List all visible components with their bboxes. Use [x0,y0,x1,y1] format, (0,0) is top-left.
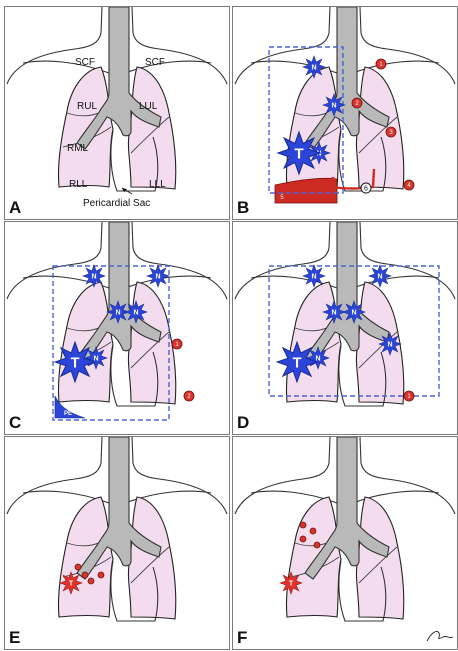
red-marker-1: 1 [172,339,182,349]
primary-tumor-star: T [55,342,95,382]
panel-letter-b: B [237,198,249,218]
svg-text:N: N [115,310,120,317]
red-marker-4: 4 [404,180,414,190]
panel-letter-a: A [9,198,21,218]
label-rll: RLL [69,179,88,190]
svg-text:T: T [294,146,304,163]
node-star-scf-right: N [83,265,105,287]
panel-letter-f: F [237,628,247,648]
panel-letter-d: D [237,413,249,433]
node-star-scf: N [303,56,325,78]
label-scf-left: SCF [145,57,165,68]
svg-text:N: N [311,65,316,72]
svg-text:N: N [311,274,316,281]
node-star-paratracheal-right: N [323,301,345,323]
red-marker-1: 1 [376,59,386,69]
svg-text:N: N [387,342,392,349]
svg-text:N: N [133,310,138,317]
red-marker-1: 1 [404,391,414,401]
svg-text:N: N [331,103,336,110]
label-pericardial-sac: Pericardial Sac [83,198,150,209]
artist-signature [427,631,453,641]
primary-tumor-star: T [60,572,82,594]
primary-tumor-star: T [280,572,302,594]
anatomy-diagram-d: N N N N N N T 1 [233,222,457,434]
svg-text:N: N [351,310,356,317]
anatomy-diagram-e: T [5,437,229,649]
node-star-contralateral-hilar: N [379,333,401,355]
svg-text:N: N [155,274,160,281]
panel-letter-e: E [9,628,20,648]
anatomy-diagram-f: T [233,437,457,649]
node-star-paratracheal-left: N [343,301,365,323]
effusion-shape [275,178,337,203]
label-scf-right: SCF [75,57,95,68]
svg-text:T: T [289,581,294,588]
label-lll: LLL [149,179,166,190]
svg-text:N: N [91,274,96,281]
panel-d: N N N N N N T 1 D [232,221,458,435]
node-star-scf-left: N [147,265,169,287]
anatomy-diagram-a: SCF SCF RUL LUL RML RLL LLL Pericardial … [5,7,229,219]
panel-c: PE N N N N N T 1 2 [4,221,230,435]
pericardial-marker-6: 6 [361,183,371,193]
primary-tumor-star: T [277,342,317,382]
label-rul: RUL [77,101,97,112]
svg-text:6: 6 [364,186,368,193]
primary-tumor-star: T [278,132,320,174]
svg-text:N: N [377,274,382,281]
svg-text:T: T [71,355,80,371]
label-lul: LUL [139,101,158,112]
node-star-hilar: N [323,94,345,116]
label-rml: RML [67,143,89,154]
red-marker-2: 2 [352,98,362,108]
node-star-scf-left: N [369,265,391,287]
anatomy-diagram-b: N N N T 1 2 3 4 5 [233,7,457,219]
panel-b: N N N T 1 2 3 4 5 [232,6,458,220]
pe-label: PE [64,411,72,417]
svg-text:T: T [293,355,302,371]
panel-e: T E [4,436,230,650]
red-marker-3: 3 [386,127,396,137]
anatomy-diagram-c: PE N N N N N T 1 2 [5,222,229,434]
panel-a: SCF SCF RUL LUL RML RLL LLL Pericardial … [4,6,230,220]
panel-f: T F [232,436,458,650]
svg-text:N: N [331,310,336,317]
node-star-scf-right: N [303,265,325,287]
node-star-paratracheal-left: N [125,301,147,323]
red-marker-2: 2 [184,391,194,401]
panel-letter-c: C [9,413,21,433]
svg-text:T: T [69,581,74,588]
